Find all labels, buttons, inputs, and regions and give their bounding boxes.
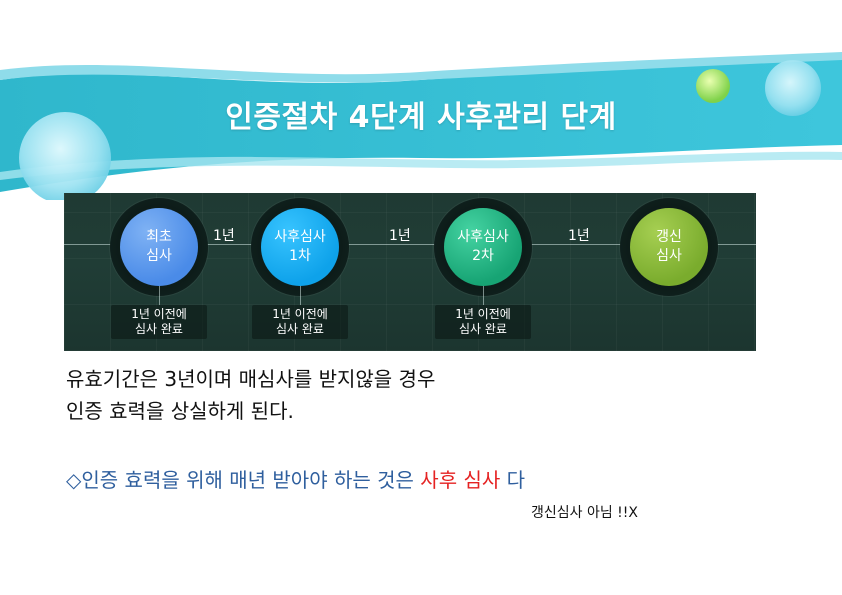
deadline-note: 1년 이전에 심사 완료: [111, 305, 207, 339]
key-point-prefix: ◇인증 효력을 위해 매년 받아야 하는 것은: [66, 468, 421, 492]
stage-follow-up-audit-1: 사후심사 1차: [261, 208, 339, 286]
connector-line: [300, 283, 301, 305]
connector-line: [159, 283, 160, 305]
page-title: 인증절차 4단계 사후관리 단계: [225, 100, 617, 135]
validity-description: 유효기간은 3년이며 매심사를 받지않을 경우 인증 효력을 상실하게 된다.: [66, 363, 435, 427]
key-point: ◇인증 효력을 위해 매년 받아야 하는 것은 사후 심사 다: [66, 464, 525, 493]
deadline-note: 1년 이전에 심사 완료: [252, 305, 348, 339]
key-point-suffix: 다: [500, 468, 526, 492]
connector-line: [483, 283, 484, 305]
deadline-note: 1년 이전에 심사 완료: [435, 305, 531, 339]
stage-initial-audit: 최초 심사: [120, 208, 198, 286]
process-diagram: 최초 심사 사후심사 1차 사후심사 2차 갱신 심사 1년 1년 1년 1년 …: [64, 193, 756, 351]
timeline-line: [64, 244, 756, 245]
key-point-emphasis: 사후 심사: [420, 468, 501, 492]
stage-renewal-audit: 갱신 심사: [630, 208, 708, 286]
interval-label: 1년: [213, 228, 235, 244]
footnote: 갱신심사 아님 !!X: [531, 505, 638, 521]
body-line-1: 유효기간은 3년이며 매심사를 받지않을 경우: [66, 367, 436, 391]
title-banner-wave: [0, 52, 842, 200]
stage-follow-up-audit-2: 사후심사 2차: [444, 208, 522, 286]
body-line-2: 인증 효력을 상실하게 된다.: [66, 399, 294, 423]
interval-label: 1년: [389, 228, 411, 244]
interval-label: 1년: [568, 228, 590, 244]
